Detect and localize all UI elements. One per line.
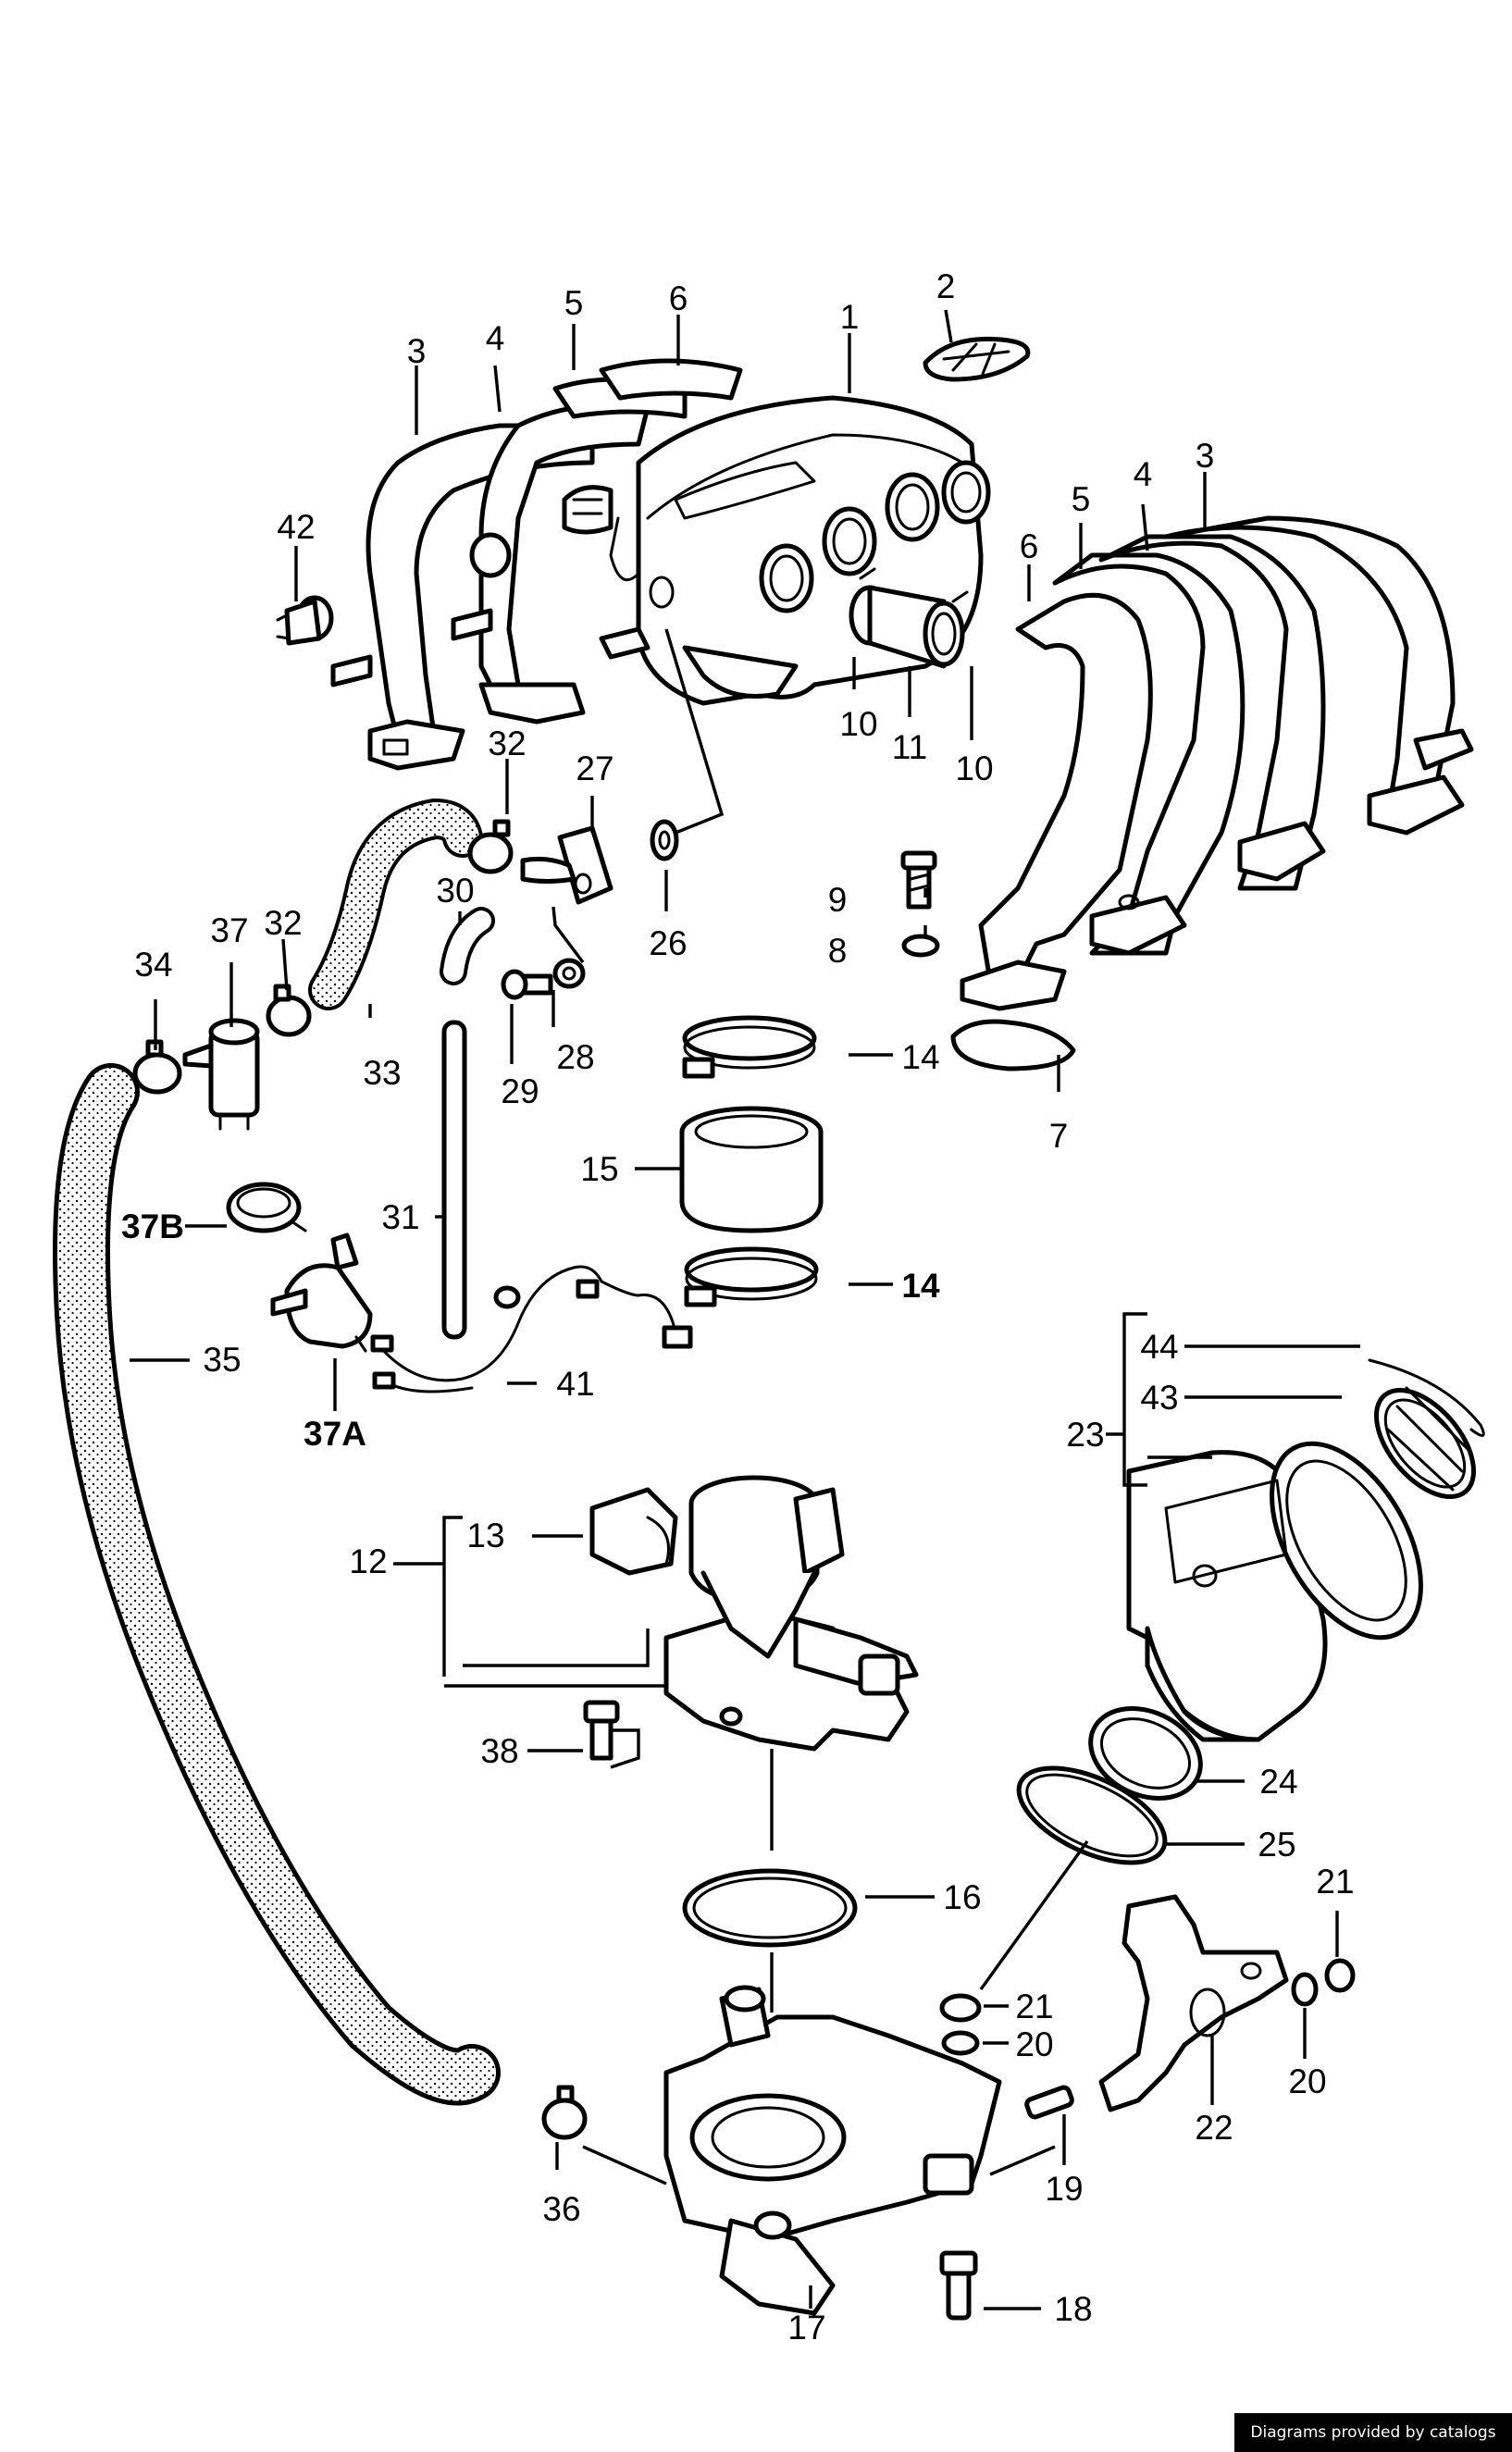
callout-32-top: 32 [488,724,526,762]
left-intake-runners [330,358,743,771]
vacuum-fitting [501,825,613,1000]
runner-coupling [849,567,969,669]
long-hose [53,1063,501,2106]
intake-housing [663,1985,1002,2316]
callout-5-left: 5 [564,284,584,322]
intake-plenum [609,395,991,706]
callout-17: 17 [787,2309,825,2347]
callout-28: 28 [556,1038,594,1076]
callout-1: 1 [840,298,860,336]
callout-24: 24 [1259,1763,1297,1801]
callout-30: 30 [436,872,474,910]
callout-34: 34 [134,946,172,984]
callout-15: 15 [580,1150,618,1188]
callout-38: 38 [480,1732,518,1770]
valve-clip [226,1182,307,1233]
callout-21-right: 21 [1316,1863,1354,1901]
throttle-body [589,1475,919,1752]
callout-36: 36 [542,2190,580,2228]
callout-3-left: 3 [407,332,427,370]
callout-44: 44 [1140,1328,1178,1366]
callout-26: 26 [649,924,687,962]
callout-37a: 37A [304,1415,366,1453]
small-hoses [308,798,495,1340]
callout-22: 22 [1195,2109,1233,2147]
callout-13: 13 [466,1517,504,1554]
idle-valve [182,1018,260,1131]
credit-banner: Diagrams provided by catalogs parts [1234,2413,1512,2452]
callout-37: 37 [210,911,248,949]
callout-labels: 1 2 3 3 4 4 5 5 6 6 7 8 9 10 10 11 12 13… [121,267,1355,2347]
callout-20-left: 20 [1015,2025,1053,2063]
throttle-bolt [583,1700,620,1761]
callout-41: 41 [556,1365,594,1403]
throttle-coupling-clamps [679,1015,824,1307]
callout-5-right: 5 [1072,480,1091,518]
callout-23: 23 [1066,1416,1104,1454]
mounting-bracket [939,1894,1356,2321]
callout-27: 27 [576,749,613,787]
callout-12: 12 [349,1542,387,1580]
callout-31: 31 [381,1198,419,1236]
callout-2: 2 [936,267,956,305]
callout-10-right: 10 [955,749,993,787]
emblem [923,336,1031,382]
wiring-harness [370,1265,693,1393]
callout-29: 29 [501,1072,539,1110]
callout-42: 42 [277,508,315,546]
callout-7: 7 [1049,1117,1069,1155]
callout-6-right: 6 [1020,527,1039,565]
callout-21-left: 21 [1015,1988,1053,2025]
air-flow-meter [1126,1358,1485,1742]
seal-rings [682,1706,1203,1948]
callout-11: 11 [892,728,927,766]
callout-9: 9 [828,881,848,919]
auxiliary-air-valve [270,1232,373,1353]
callout-6-left: 6 [669,279,688,317]
callout-33: 33 [363,1054,401,1092]
small-hardware-upper [650,819,1076,1071]
callout-4-right: 4 [1134,455,1153,493]
callout-8: 8 [828,932,848,970]
callout-35: 35 [203,1341,241,1379]
callout-32-left: 32 [264,904,302,942]
callout-20-right: 20 [1288,2062,1326,2100]
temperature-sensor [276,595,334,646]
callout-16: 16 [943,1878,981,1916]
leader-lines [130,309,1360,2310]
right-intake-runners [960,515,1474,1011]
callout-18: 18 [1054,2290,1092,2328]
callout-10-left: 10 [839,705,877,743]
callout-25: 25 [1258,1826,1295,1864]
hose-clamps [132,819,588,2140]
callout-43: 43 [1140,1379,1178,1417]
callout-19: 19 [1045,2170,1083,2208]
callout-3-right: 3 [1196,437,1215,475]
callout-14-top: 14 [901,1038,939,1076]
callout-4-left: 4 [486,319,505,357]
callout-14-bottom: 14 [901,1267,940,1305]
callout-37b: 37B [121,1207,184,1245]
